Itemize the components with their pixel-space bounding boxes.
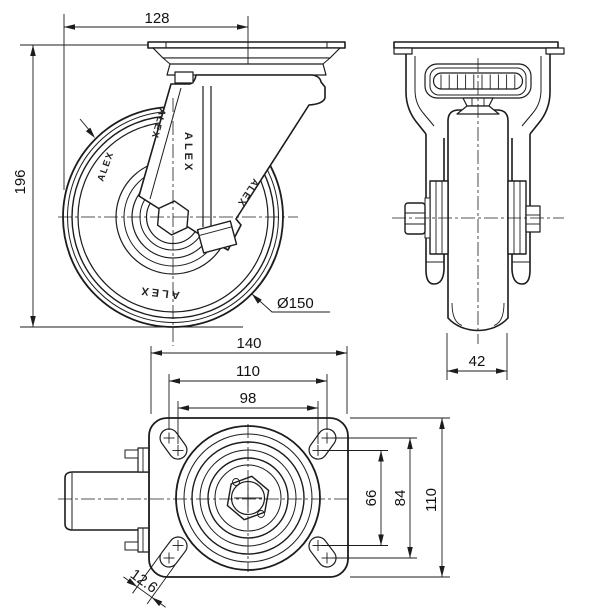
dim-wheel-width: 42: [469, 353, 486, 370]
slot-center-marks: [163, 432, 333, 564]
bearing-balls: [440, 74, 516, 89]
dim-slot-pitch-width: 98: [240, 390, 257, 407]
side-dimensions: 42: [446, 333, 508, 380]
top-plate-front: [147, 41, 346, 76]
wheel-plan: [64, 471, 149, 531]
dim-offset-width: 128: [144, 10, 169, 27]
wheel-brand-left: ALEX: [95, 150, 116, 183]
side-view: [392, 41, 565, 344]
fork-brand-vertical: ALEX: [182, 132, 194, 173]
bolt-slots: [159, 428, 337, 568]
dim-overall-height: 196: [12, 169, 29, 194]
swivel-fork-front: ALEX ALEX ALEX: [138, 71, 326, 254]
dim-bolt-pitch-depth: 84: [392, 490, 409, 507]
plan-view: [58, 417, 350, 578]
wheel-brand-bottom: ALEX: [138, 284, 180, 301]
top-plate-side: [393, 41, 565, 55]
plan-dimensions: 140 110 98 66 84 110: [123, 335, 450, 608]
hub-flanges-side: [429, 180, 527, 255]
front-dimensions: 128 196 Ø150: [12, 10, 330, 328]
fork-legs-side: [425, 134, 531, 285]
fork-brackets-plan: [124, 447, 150, 553]
tire-leader-arrow: [79, 118, 95, 138]
mounting-plate: [148, 417, 349, 578]
dim-wheel-diameter: Ø150: [277, 295, 314, 312]
front-view: ALEX ALEX ALEX ALEX ALEX: [58, 16, 346, 346]
dim-plate-width: 140: [236, 335, 261, 352]
dim-bolt-pitch-width: 110: [236, 363, 260, 380]
dim-plate-depth: 110: [423, 488, 440, 512]
dim-slot-pitch-depth: 66: [363, 490, 380, 507]
